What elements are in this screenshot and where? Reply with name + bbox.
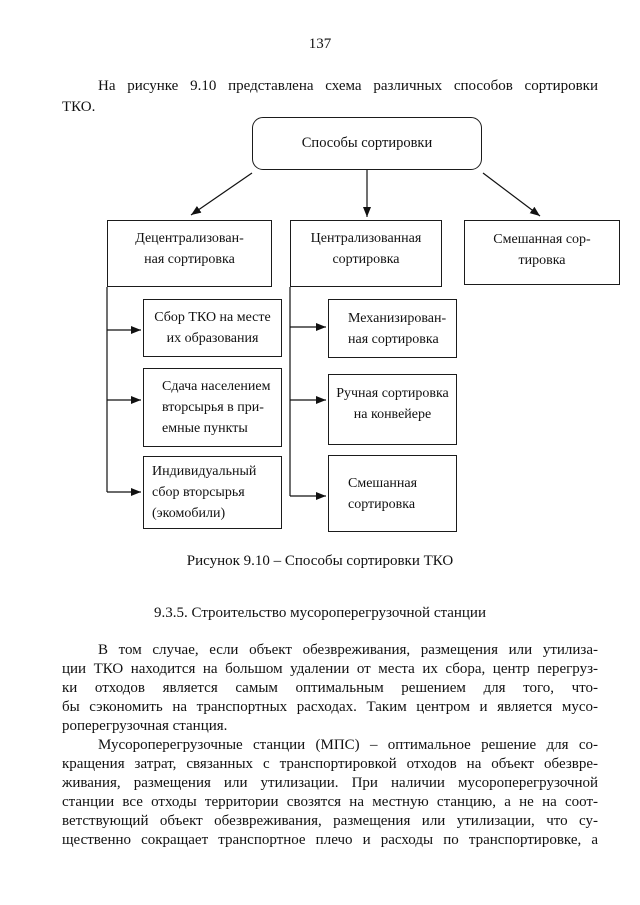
diagram-box-manual-conveyor-sorting: Ручная сортировка на конвейере — [328, 374, 457, 445]
text-line: Мусороперегрузочные станции (МПС) – опти… — [98, 737, 598, 753]
body-paragraph-2: Мусороперегрузочные станции (МПС) – опти… — [62, 736, 598, 850]
text-line: ТКО. — [62, 99, 96, 115]
text-line: ции ТКО находится на большом удалении от… — [62, 661, 598, 677]
diagram-box-decentralized: Децентрализован- ная сортировка — [107, 220, 272, 287]
diagram-box-collect-at-source: Сбор ТКО на месте их образования — [143, 299, 282, 357]
text-line: живания, размещения или утилизации. При … — [62, 775, 598, 791]
text-line: ки отходов является самым оптимальным ре… — [62, 680, 598, 696]
diagram-box-centralized: Централизованная сортировка — [290, 220, 442, 287]
text-line: кращения затрат, связанных с транспортир… — [62, 756, 598, 772]
page-number: 137 — [308, 36, 332, 52]
diagram-box-public-dropoff: Сдача населением вторсырья в при- емные … — [143, 368, 282, 447]
text-line: щественно сокращает транспортное плечо и… — [62, 832, 598, 848]
figure-caption: Рисунок 9.10 – Способы сортировки ТКО — [186, 553, 454, 569]
text-line: В том случае, если объект обезвреживания… — [98, 642, 598, 658]
text-line: ветствующий объект обезвреживания, разме… — [62, 813, 598, 829]
diagram-box-mixed-central-sorting: Смешанная сортировка — [328, 455, 457, 532]
text-line: бы сэкономить на транспортных расходах. … — [62, 699, 598, 715]
section-heading: 9.3.5. Строительство мусороперегрузочной… — [154, 605, 486, 621]
diagram-box-individual-ecomobile: Индивидуальный сбор вторсырья (экомобили… — [143, 456, 282, 529]
diagram-box-mechanized-sorting: Механизирован- ная сортировка — [328, 299, 457, 358]
text-line: роперегрузочная станция. — [62, 718, 228, 734]
diagram-box-mixed-sorting: Смешанная сор- тировка — [464, 220, 620, 285]
body-paragraph-1: В том случае, если объект обезвреживания… — [62, 641, 598, 736]
text-line: станции все отходы территории свозятся н… — [62, 794, 598, 810]
diagram-box-root: Способы сортировки — [252, 117, 482, 170]
intro-paragraph: На рисунке 9.10 представлена схема разли… — [62, 76, 598, 118]
text-line: На рисунке 9.10 представлена схема разли… — [98, 78, 598, 94]
